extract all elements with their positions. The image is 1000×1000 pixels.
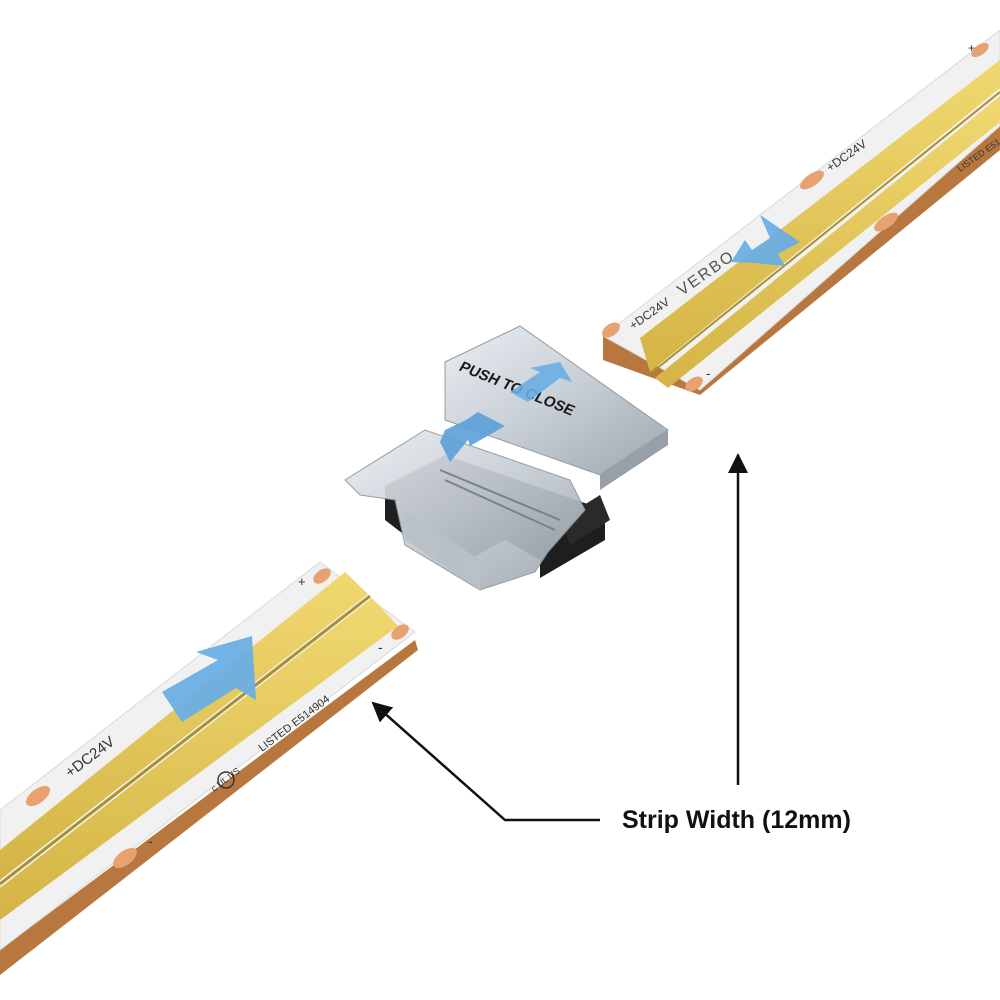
connector-clear-body bbox=[344, 429, 586, 591]
strip-cob-ridge-2 bbox=[655, 96, 1000, 388]
connector-contact bbox=[439, 469, 561, 521]
leader-line-left bbox=[371, 701, 600, 822]
strip-plus-sign: + bbox=[968, 41, 975, 55]
led-strip-top-right: +DC24V +DC24V VERBO LISTED E51 + - bbox=[602, 29, 1000, 395]
strip-pad bbox=[971, 42, 989, 58]
connector-contact bbox=[444, 479, 556, 531]
strip-pad bbox=[800, 170, 824, 190]
ul-listing-icon bbox=[217, 771, 235, 789]
led-strip-bottom-left: +DC24V LISTED E514904 c UL US + - - bbox=[0, 561, 418, 975]
strip-cob-groove bbox=[0, 594, 371, 886]
strip-copper-edge bbox=[0, 640, 418, 975]
strip-pad bbox=[313, 568, 331, 584]
connector-clear-lid bbox=[444, 325, 669, 476]
strip-pad bbox=[113, 847, 137, 869]
strip-width-callout: Strip Width (12mm) bbox=[371, 453, 851, 834]
connector-lid-edge bbox=[600, 430, 668, 490]
insert-arrow-icon bbox=[162, 636, 256, 722]
connector-arrow-down-icon bbox=[440, 412, 505, 462]
strip-pad bbox=[874, 212, 898, 232]
connector-arrow-up-icon bbox=[510, 362, 572, 402]
strip-cob-ridge-2 bbox=[0, 598, 398, 920]
strip-cob-groove bbox=[649, 91, 1000, 375]
connector-black-side bbox=[560, 495, 610, 545]
strip-connector: PUSH TO CLOSE bbox=[344, 325, 669, 591]
strip-minus-sign: - bbox=[706, 365, 711, 381]
strip-pad bbox=[685, 376, 703, 392]
strip-pad bbox=[26, 785, 50, 807]
insert-arrow-icon bbox=[731, 215, 800, 266]
strip-minus-sign: - bbox=[148, 833, 153, 849]
strip-cob-ridge-1 bbox=[0, 572, 368, 880]
strip-pad bbox=[391, 624, 409, 640]
callout-label: Strip Width (12mm) bbox=[622, 806, 851, 834]
strip-minus-sign: - bbox=[378, 639, 383, 655]
strip-plus-sign: + bbox=[298, 574, 306, 589]
strip-pad bbox=[602, 322, 620, 338]
strip-cob-ridge-1 bbox=[640, 60, 1000, 372]
connector-front-face bbox=[405, 510, 480, 590]
